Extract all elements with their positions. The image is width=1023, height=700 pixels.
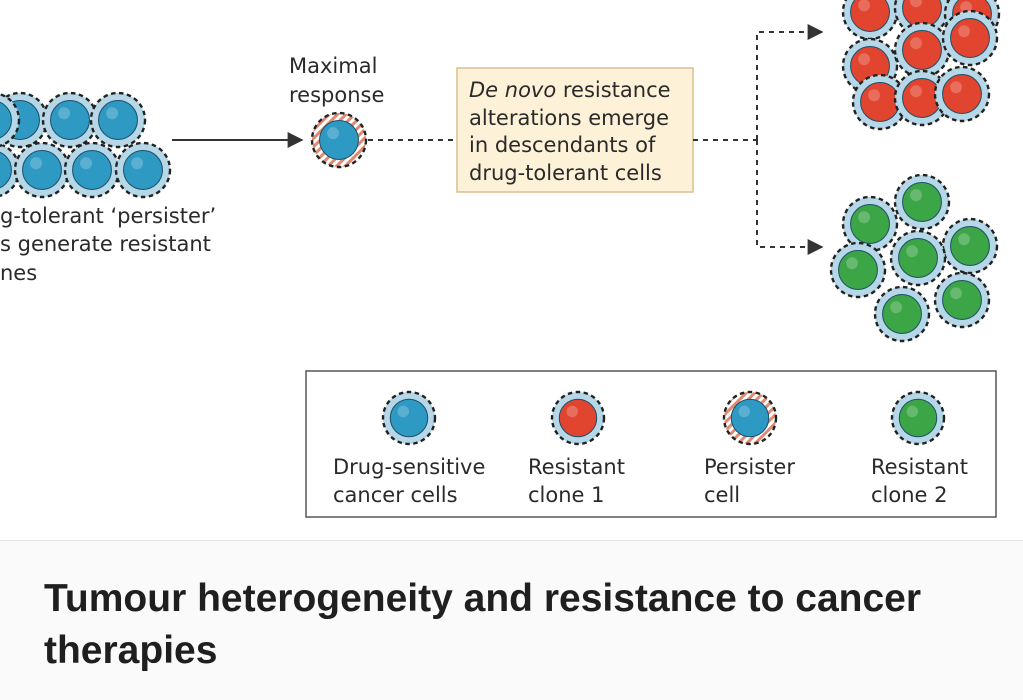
legend-label-3-line-2: cell	[704, 483, 740, 507]
resistant-clone-2-cell	[893, 173, 951, 231]
legend-label-2-line-1: Resistant	[528, 455, 625, 479]
resistance-note-box: De novo resistance alterations emerge in…	[456, 67, 694, 193]
left-caption-line-1: g-tolerant ‘persister’	[0, 204, 216, 228]
branch-arrows	[693, 24, 824, 255]
resistance-note-line-4: drug-tolerant cells	[469, 161, 662, 185]
resistant-clone-1-cell	[933, 65, 991, 123]
resistant-clone-2-cell	[889, 229, 947, 287]
legend-label-1-line-2: cancer cells	[333, 483, 458, 507]
arrow-to-clone-2	[756, 140, 824, 255]
resistant-clone-1-cluster	[841, 0, 1001, 131]
resistant-clone-2-cell	[873, 285, 931, 343]
legend-resistant-2-glyph	[890, 390, 946, 446]
persister-cell	[310, 111, 368, 169]
resistant-clone-2-cell-icon	[890, 390, 946, 446]
drug-sensitive-cell	[13, 141, 71, 199]
legend: Drug-sensitive cancer cells Resistant cl…	[305, 370, 997, 518]
resistance-note-line-1: De novo resistance	[469, 78, 671, 102]
legend-resistant-1-glyph	[550, 390, 606, 446]
arrow-to-clone-1	[756, 24, 824, 140]
maximal-response-line-1: Maximal	[289, 54, 377, 78]
resistant-clone-1-cell-icon	[550, 390, 606, 446]
legend-drug-sensitive-glyph	[381, 390, 437, 446]
legend-label-4-line-1: Resistant	[871, 455, 968, 479]
legend-label-2-line-2: clone 1	[528, 483, 605, 507]
resistant-clone-2-cell	[933, 271, 991, 329]
de-novo-italic: De novo	[469, 78, 556, 102]
resistant-clone-1-cell	[841, 0, 899, 41]
resistance-note-line-3: in descendants of	[469, 133, 656, 157]
resistant-clone-2-cell	[829, 241, 887, 299]
left-cluster-caption: g-tolerant ‘persister’ s generate resist…	[0, 204, 216, 285]
diagram-canvas: g-tolerant ‘persister’ s generate resist…	[0, 0, 1001, 518]
persister-cell-glyph	[310, 111, 368, 169]
drug-sensitive-cell	[63, 141, 121, 199]
drug-sensitive-cell	[0, 92, 21, 148]
legend-label-3-line-1: Persister	[704, 455, 795, 479]
maximal-response-line-2: response	[289, 83, 384, 107]
resistant-clone-2-cluster	[829, 173, 999, 343]
resistant-clone-2-cell	[941, 217, 999, 275]
resistant-clone-1-cell	[893, 21, 951, 79]
caption-title: Tumour heterogeneity and resistance to c…	[44, 577, 922, 672]
legend-label-1-line-1: Drug-sensitive	[333, 455, 485, 479]
drug-sensitive-cell-icon	[381, 390, 437, 446]
drug-sensitive-cluster	[0, 91, 172, 199]
left-caption-line-2: s generate resistant	[0, 232, 211, 256]
resistant-clone-1-cell	[941, 9, 999, 67]
resistant-clone-1-cell	[851, 73, 909, 131]
drug-sensitive-cell	[89, 91, 147, 149]
resistance-word: resistance	[556, 78, 670, 102]
resistance-note-line-2: alterations emerge	[469, 106, 669, 130]
caption-panel: Tumour heterogeneity and resistance to c…	[0, 540, 1023, 700]
legend-label-4-line-2: clone 2	[871, 483, 948, 507]
figure: g-tolerant ‘persister’ s generate resist…	[0, 0, 1001, 518]
resistant-clone-2-cell	[841, 195, 899, 253]
legend-persister-glyph	[722, 390, 778, 446]
drug-sensitive-cell	[114, 141, 172, 199]
left-caption-line-3: nes	[0, 261, 37, 285]
persister-cell-icon	[722, 390, 778, 446]
drug-sensitive-cell	[41, 91, 99, 149]
